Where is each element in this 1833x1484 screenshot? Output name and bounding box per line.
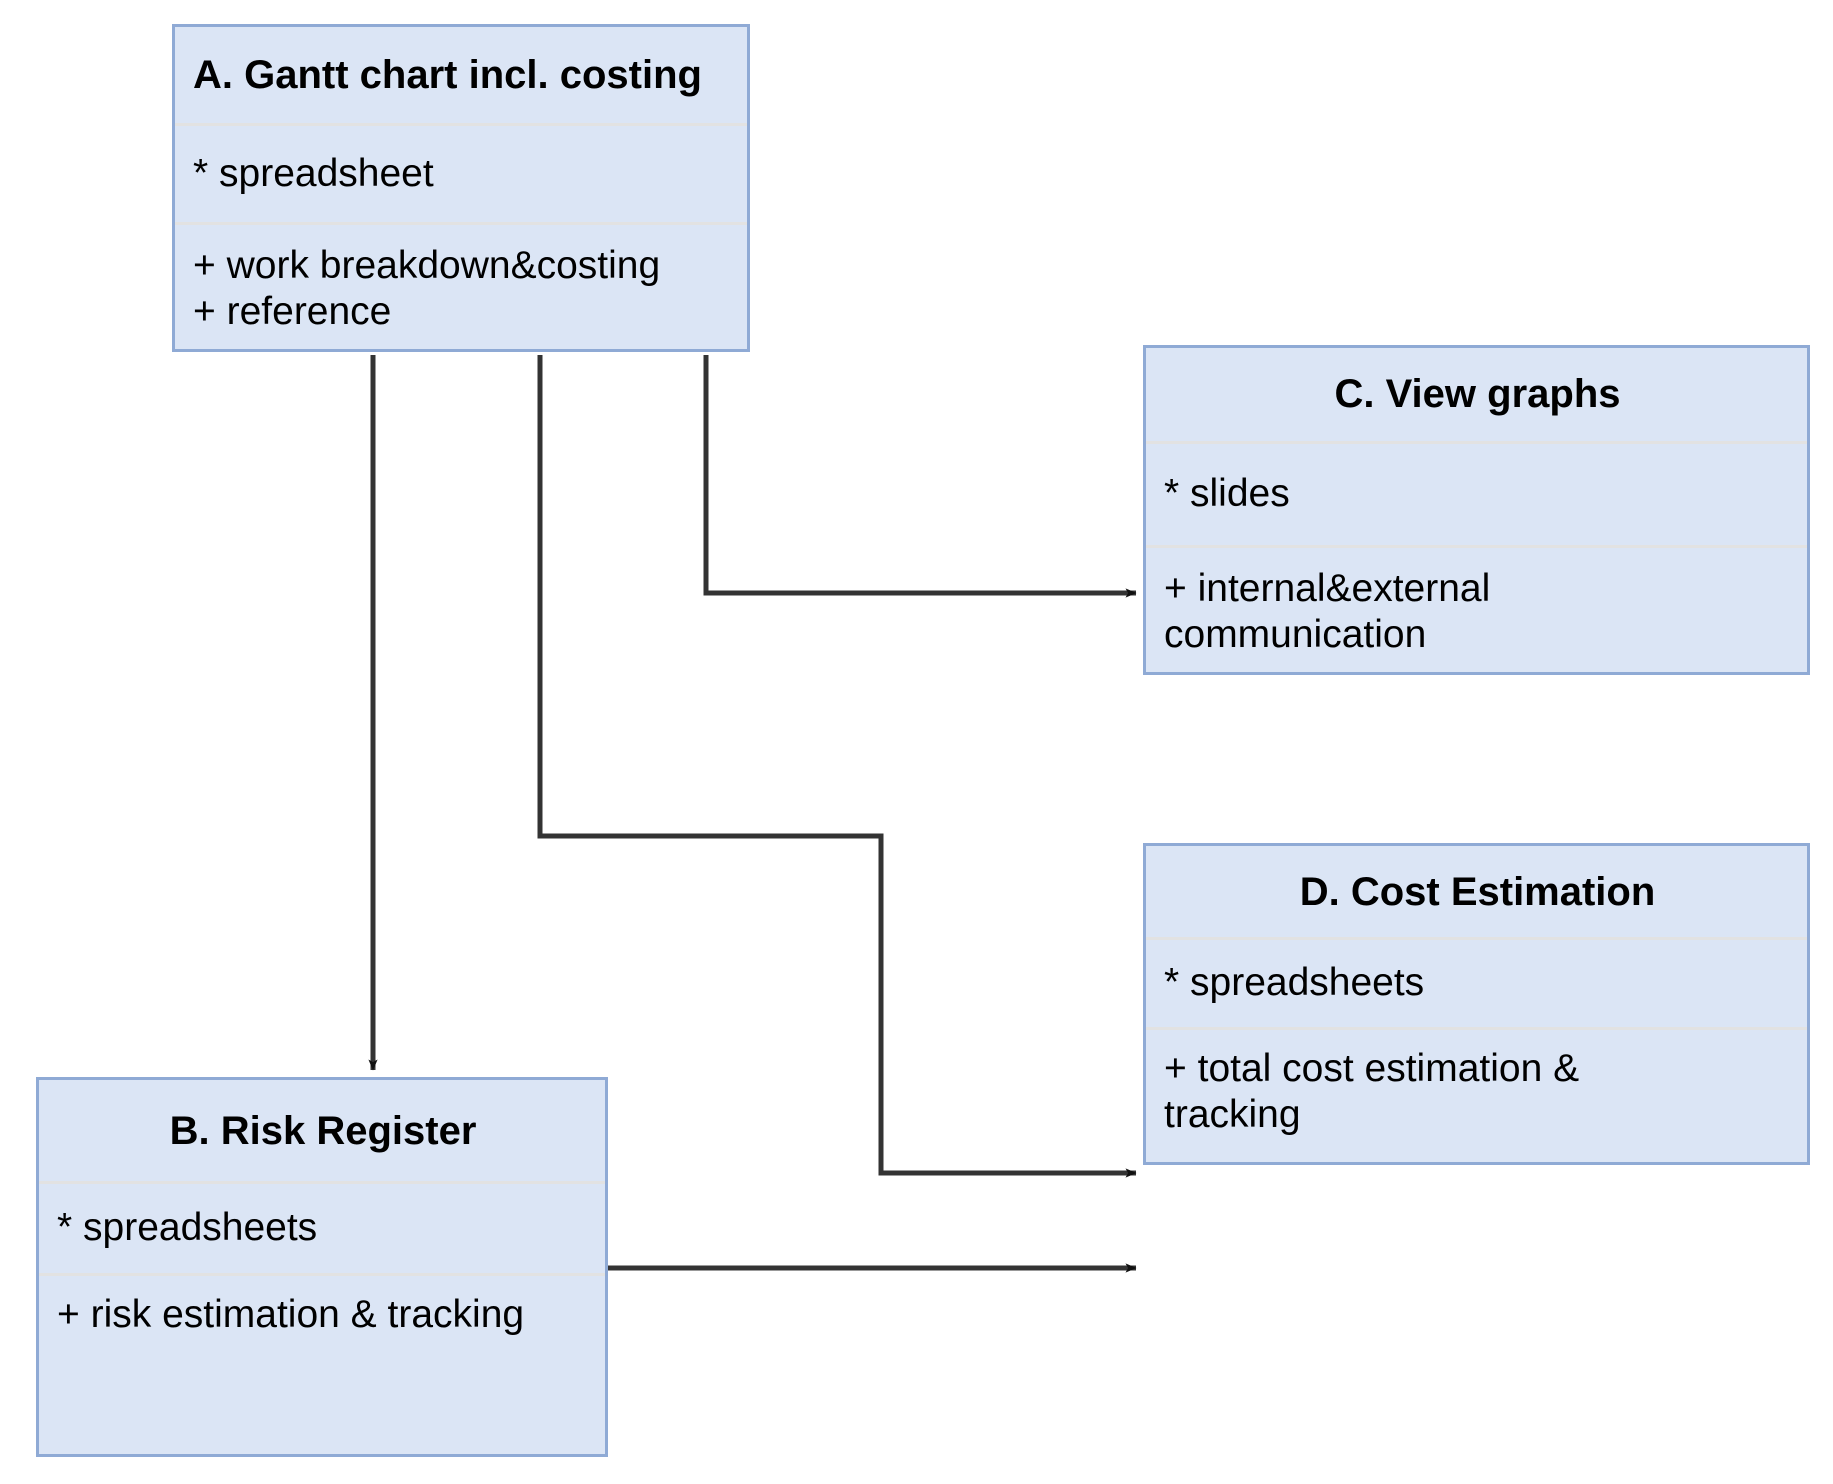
box-a-title: A. Gantt chart incl. costing <box>193 52 702 97</box>
box-a-features: + work breakdown&costing + reference <box>193 243 661 333</box>
box-b-stereotype: * spreadsheets <box>57 1206 318 1250</box>
box-c-title-compartment: C. View graphs <box>1146 348 1807 444</box>
box-d-stereotype-compartment: * spreadsheets <box>1146 940 1807 1030</box>
box-b-title: B. Risk Register <box>169 1108 477 1153</box>
box-a-stereotype-compartment: * spreadsheet <box>175 125 747 225</box>
component-box-b[interactable]: B. Risk Register * spreadsheets + risk e… <box>36 1077 608 1457</box>
component-box-d[interactable]: D. Cost Estimation * spreadsheets + tota… <box>1143 843 1810 1165</box>
box-b-features-compartment: + risk estimation & tracking <box>39 1276 605 1454</box>
connector-a-to-c <box>703 355 1137 598</box>
component-box-a[interactable]: A. Gantt chart incl. costing * spreadshe… <box>172 24 750 352</box>
connector-a-to-d <box>537 355 1137 1178</box>
box-d-features: + total cost estimation & tracking <box>1164 1047 1580 1137</box>
box-c-stereotype-compartment: * slides <box>1146 443 1807 548</box>
box-a-title-compartment: A. Gantt chart incl. costing <box>175 27 747 126</box>
box-b-features: + risk estimation & tracking <box>57 1293 525 1336</box>
box-c-features: + internal&external communication <box>1164 566 1491 656</box>
box-c-features-compartment: + internal&external communication <box>1146 547 1807 672</box>
box-b-stereotype-compartment: * spreadsheets <box>39 1184 605 1276</box>
box-d-stereotype: * spreadsheets <box>1164 961 1425 1005</box>
box-a-features-compartment: + work breakdown&costing + reference <box>175 224 747 349</box>
box-c-stereotype: * slides <box>1164 472 1290 516</box>
box-d-title-compartment: D. Cost Estimation <box>1146 846 1807 940</box>
box-a-stereotype: * spreadsheet <box>193 151 434 195</box>
box-b-title-compartment: B. Risk Register <box>39 1080 605 1184</box>
box-d-features-compartment: + total cost estimation & tracking <box>1146 1030 1807 1162</box>
box-d-title: D. Cost Estimation <box>1299 869 1656 914</box>
box-c-title: C. View graphs <box>1334 372 1621 417</box>
component-box-c[interactable]: C. View graphs * slides + internal&exter… <box>1143 345 1810 675</box>
